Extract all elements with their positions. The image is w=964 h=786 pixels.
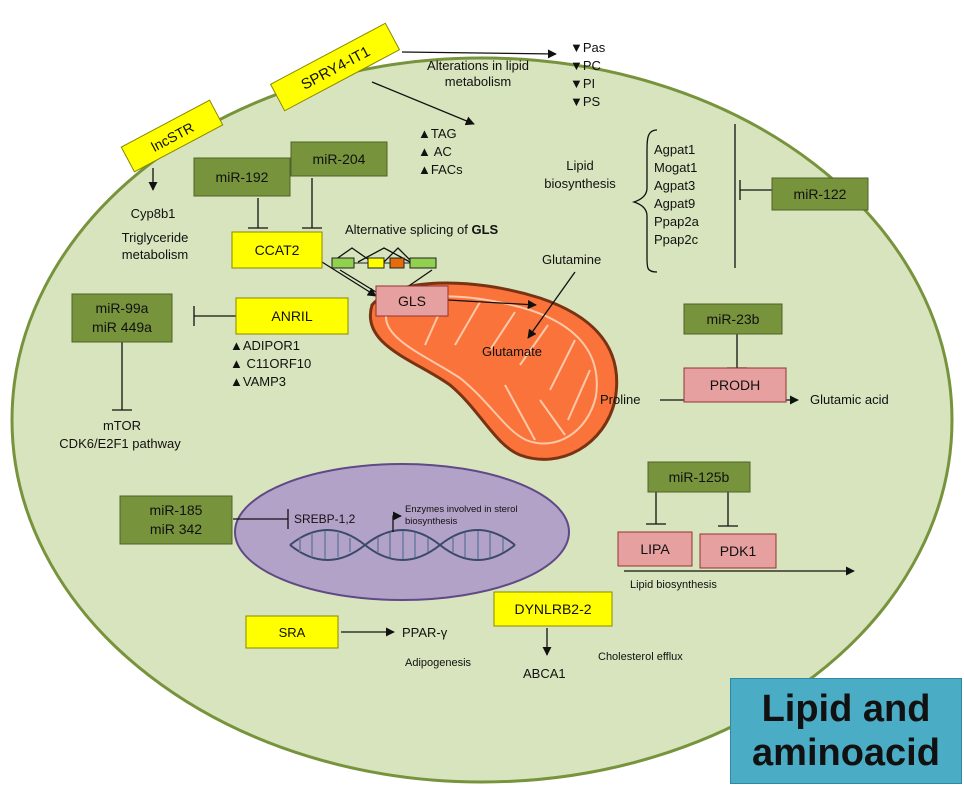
alterations-line2: metabolism — [445, 74, 511, 89]
sra-box — [245, 615, 339, 649]
mir-99a-box — [71, 293, 173, 343]
lipa-label: LIPA — [640, 541, 670, 557]
category-title-box: Lipid and aminoacid — [730, 678, 962, 784]
agpat-gene: Agpat9 — [654, 196, 695, 211]
mir-122-box — [771, 177, 869, 211]
pparg-label: PPAR-γ — [402, 625, 448, 640]
enzymes-line1: Enzymes involved in sterol — [405, 504, 517, 515]
mir-192-box — [193, 157, 291, 197]
dynlrb2-2-box — [493, 591, 613, 627]
abca1-label: ABCA1 — [523, 666, 566, 681]
mir-23b-box — [683, 303, 783, 335]
pas-label: ▼Pas — [570, 40, 606, 55]
mir-185-label: miR-185 — [150, 502, 203, 518]
cdk6-label: CDK6/E2F1 pathway — [59, 436, 181, 451]
c11orf10-label: ▲ C11ORF10 — [230, 356, 311, 371]
anril-box — [235, 297, 349, 335]
mitochondrion — [368, 281, 619, 461]
alterations-line1: Alterations in lipid — [427, 58, 529, 73]
mir-449a-label: miR 449a — [92, 319, 152, 335]
category-title-line2: aminoacid — [752, 732, 940, 774]
nucleus — [234, 463, 570, 601]
lipa-box — [617, 531, 693, 567]
mir-99a-label: miR-99a — [96, 300, 149, 316]
mir-204-label: miR-204 — [313, 151, 366, 167]
srebp-label: SREBP-1,2 — [294, 512, 356, 526]
connector-lines — [112, 49, 855, 656]
dna-helix — [289, 529, 516, 561]
cyp8b1-label: Cyp8b1 — [131, 206, 176, 221]
pdk1-box — [699, 533, 777, 569]
agpat-gene: Agpat1 — [654, 142, 695, 157]
lipid-bio-line2: biosynthesis — [544, 176, 616, 191]
pi-label: ▼PI — [570, 76, 595, 91]
triglyceride-line1: Triglyceride — [122, 230, 189, 245]
lipid-bio-line1: Lipid — [566, 158, 593, 173]
prodh-label: PRODH — [710, 377, 761, 393]
prodh-box — [683, 367, 787, 403]
lipid-bio-bottom: Lipid biosynthesis — [630, 579, 717, 591]
agpat-gene: Ppap2c — [654, 232, 699, 247]
adipor1-label: ▲ADIPOR1 — [230, 338, 300, 353]
ps-label: ▼PS — [570, 94, 601, 109]
enzymes-line2: biosynthesis — [405, 516, 458, 527]
tag-label: ▲TAG — [418, 126, 457, 141]
gls-exons — [331, 257, 437, 269]
pc-label: ▼PC — [570, 58, 601, 73]
agpat-gene: Agpat3 — [654, 178, 695, 193]
mir-204-box — [290, 141, 388, 177]
category-title-line1: Lipid and — [761, 688, 931, 730]
alt-splicing-label: Alternative splicing of GLS — [345, 222, 499, 237]
cholesterol-efflux-label: Cholesterol efflux — [598, 651, 683, 663]
agpat-gene: Mogat1 — [654, 160, 697, 175]
mir-23b-label: miR-23b — [707, 311, 760, 327]
gls-label: GLS — [398, 293, 426, 309]
adipogenesis-label: Adipogenesis — [405, 657, 472, 669]
glutamic-acid-label: Glutamic acid — [810, 392, 889, 407]
glutamate-label: Glutamate — [482, 344, 542, 359]
agpat-gene: Ppap2a — [654, 214, 700, 229]
agpat-gene-list: Agpat1 Mogat1 Agpat3 Agpat9 Ppap2a Ppap2… — [654, 142, 700, 247]
mtor-label: mTOR — [103, 418, 141, 433]
mir-125b-label: miR-125b — [669, 469, 730, 485]
ccat2-box — [231, 231, 323, 269]
proline-label: Proline — [600, 392, 640, 407]
vamp3-label: ▲VAMP3 — [230, 374, 286, 389]
ac-label: ▲ AC — [418, 144, 452, 159]
mir-122-label: miR-122 — [794, 186, 847, 202]
anril-label: ANRIL — [271, 308, 312, 324]
mir-342-label: miR 342 — [150, 521, 202, 537]
facs-label: ▲FACs — [418, 162, 463, 177]
mir-185-box — [119, 495, 233, 545]
dynlrb2-2-label: DYNLRB2-2 — [514, 601, 591, 617]
gls-box — [375, 285, 449, 317]
pdk1-label: PDK1 — [720, 543, 757, 559]
glutamine-label: Glutamine — [542, 252, 601, 267]
sra-label: SRA — [279, 625, 306, 640]
ccat2-label: CCAT2 — [255, 242, 300, 258]
mir-125b-box — [647, 461, 751, 493]
mir-192-label: miR-192 — [216, 169, 269, 185]
triglyceride-line2: metabolism — [122, 247, 188, 262]
